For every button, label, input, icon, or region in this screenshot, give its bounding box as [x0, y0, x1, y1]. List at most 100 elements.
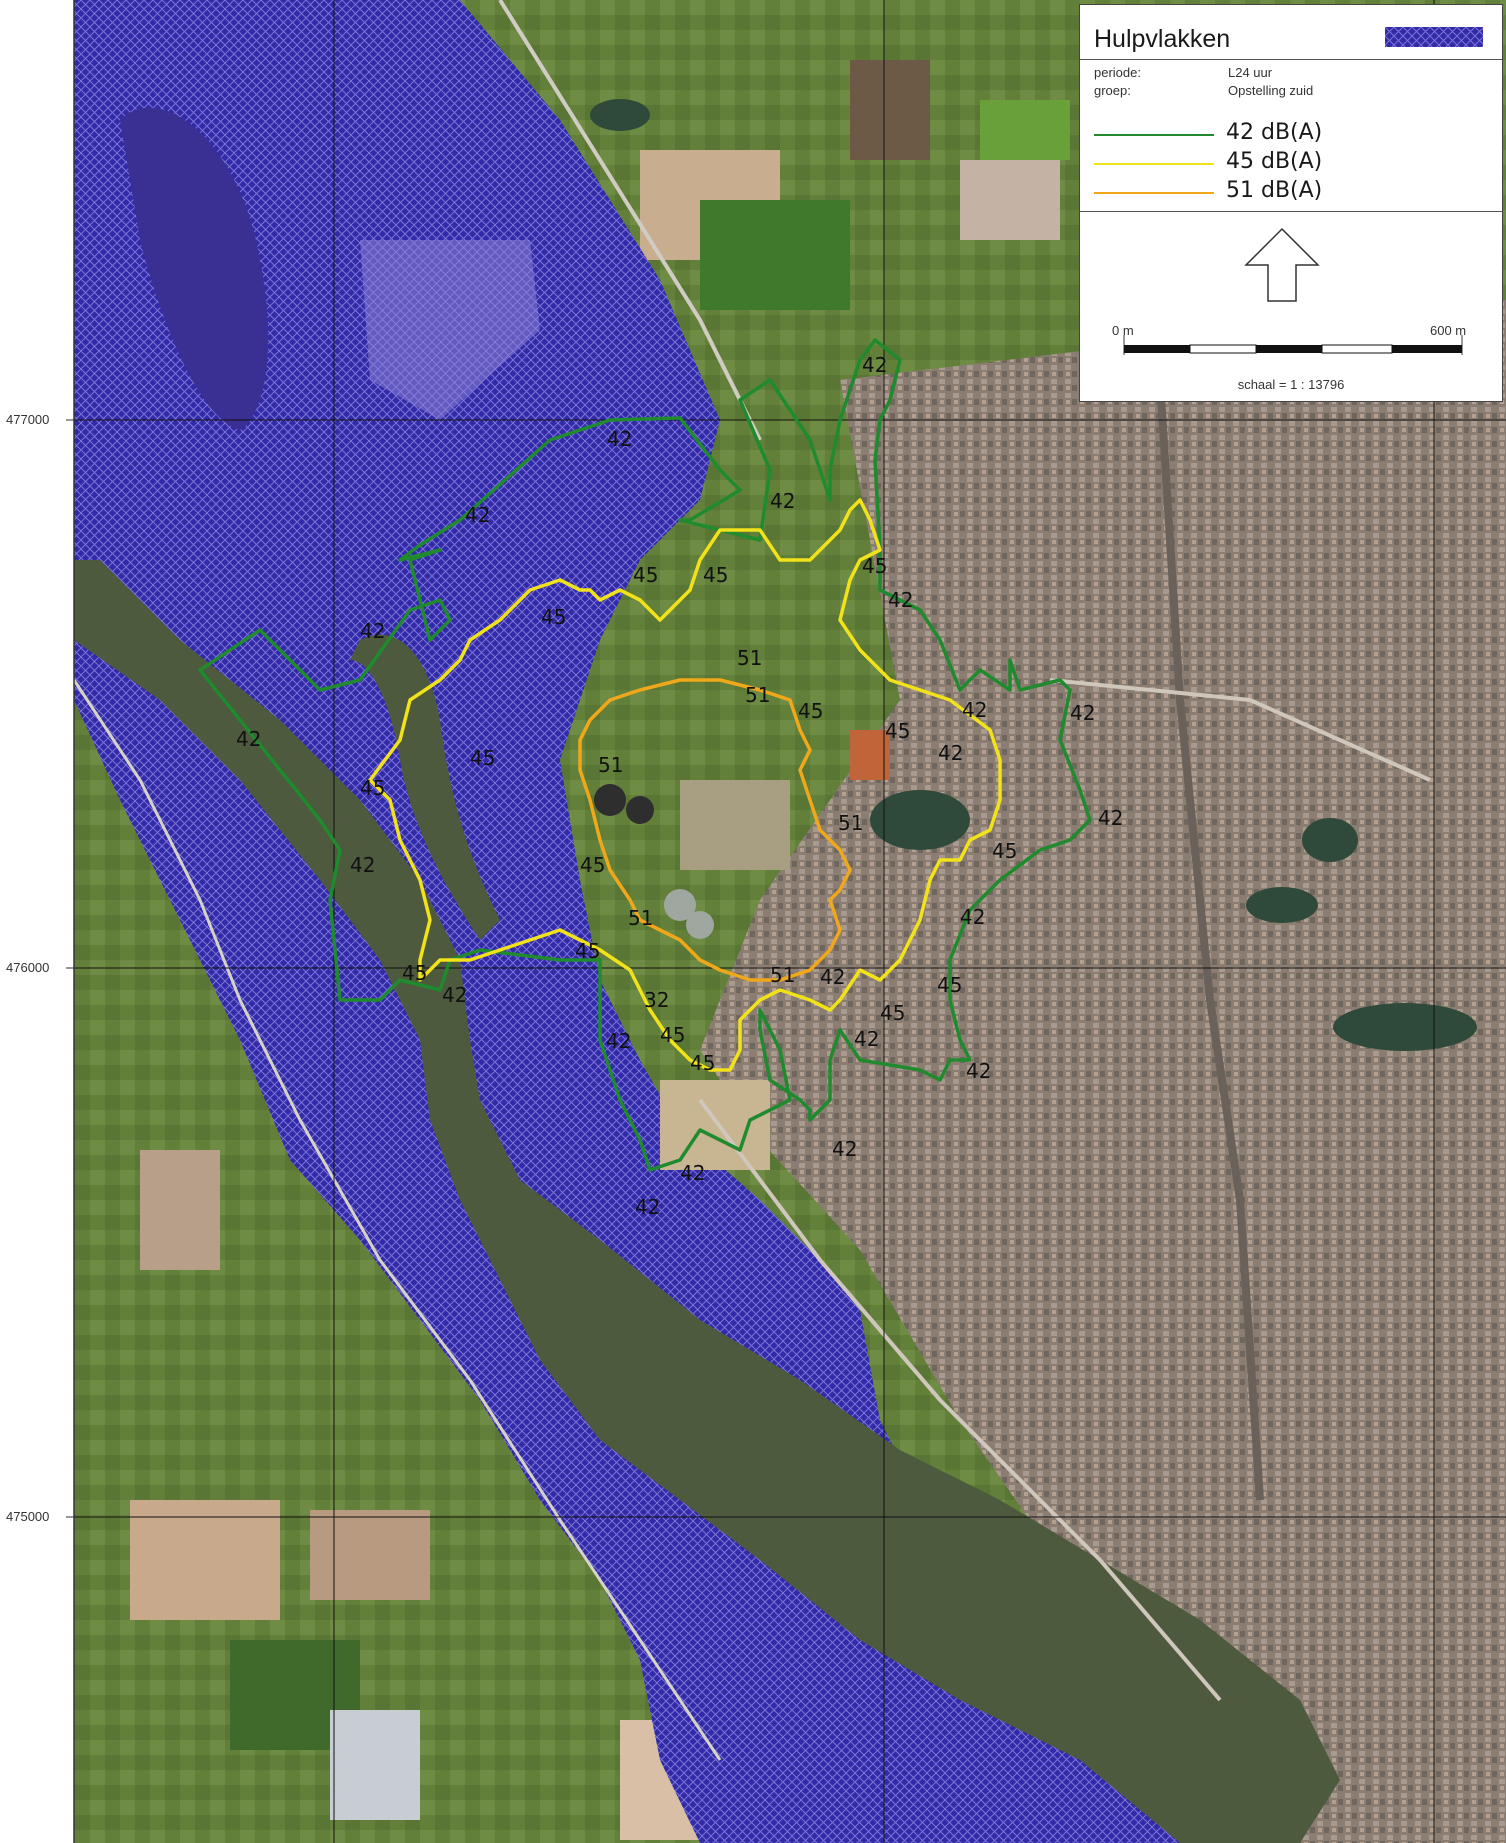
- floodplain-field: [360, 240, 540, 420]
- hatch-swatch: [1385, 27, 1483, 47]
- side-channel: [350, 634, 500, 940]
- legend-line-51: [1094, 192, 1214, 194]
- pond: [1246, 887, 1318, 923]
- contour-label: 51: [598, 753, 623, 777]
- river: [74, 560, 1340, 1843]
- urban-area: [700, 300, 1506, 1843]
- contour-label: 51: [770, 963, 795, 987]
- field-patch: [140, 1150, 220, 1270]
- pond: [1302, 818, 1358, 862]
- contour-label: 42: [820, 965, 845, 989]
- legend-label-45: 45 dB(A): [1226, 149, 1323, 174]
- contour-label: 42: [960, 905, 985, 929]
- group-label: groep:: [1094, 83, 1131, 98]
- legend-title: Hulpvlakken: [1094, 25, 1231, 53]
- field-patch: [960, 160, 1060, 240]
- tank: [664, 889, 696, 921]
- contour-label: 45: [937, 973, 962, 997]
- road: [498, 0, 762, 441]
- contour-label: 42: [680, 1161, 705, 1185]
- pond: [1333, 1003, 1477, 1051]
- contour-label: 45: [880, 1001, 905, 1025]
- grid-label-477000: 477000: [4, 412, 52, 427]
- legend-line-45: [1094, 163, 1214, 165]
- grid-label-475000: 475000: [4, 1509, 52, 1524]
- dike-road: [72, 679, 722, 1761]
- contour-label: 42: [966, 1059, 991, 1083]
- period-value: L24 uur: [1228, 65, 1273, 80]
- field-patch: [310, 1510, 430, 1600]
- grid-label-476000: 476000: [4, 960, 52, 975]
- legend-item-51: 51 dB(A): [1094, 178, 1494, 206]
- contour-label: 45: [470, 746, 495, 770]
- plant-field: [680, 780, 790, 870]
- contour-label: 45: [580, 853, 605, 877]
- legend-line-42: [1094, 134, 1214, 136]
- contour-label: 42: [962, 698, 987, 722]
- contour-label: 42: [635, 1195, 660, 1219]
- contour-label: 42: [888, 588, 913, 612]
- floodplain-lake: [120, 107, 269, 430]
- scale-end-label: 600 m: [1430, 323, 1467, 338]
- greenhouse: [330, 1710, 420, 1820]
- pond: [590, 99, 650, 131]
- contour-label: 42: [854, 1027, 879, 1051]
- scale-text: schaal = 1 : 13796: [1237, 377, 1345, 392]
- contour-label: 45: [798, 699, 823, 723]
- railway: [1156, 379, 1264, 1501]
- contour-label: 45: [541, 605, 566, 629]
- contour-label: 42: [360, 619, 385, 643]
- contour-label: 42: [938, 741, 963, 765]
- contour-label: 42: [770, 489, 795, 513]
- contour-label: 45: [703, 563, 728, 587]
- contour-label: 42: [607, 427, 632, 451]
- road: [698, 1098, 1222, 1702]
- contour-51: [578, 678, 852, 982]
- contour-label: 42: [862, 353, 887, 377]
- contour-label: 45: [402, 961, 427, 985]
- sand-area: [660, 1080, 770, 1170]
- pond: [870, 790, 970, 850]
- field-patch: [850, 60, 930, 160]
- legend-divider: [1080, 59, 1502, 60]
- contour-label: 42: [1070, 701, 1095, 725]
- contour-45: [368, 498, 1002, 1072]
- field-patch: [700, 200, 850, 310]
- contour-label: 42: [832, 1137, 857, 1161]
- contour-label: 45: [360, 776, 385, 800]
- contour-label: 45: [575, 939, 600, 963]
- contour-label: 42: [350, 853, 375, 877]
- group-value: Opstelling zuid: [1228, 83, 1314, 98]
- road: [1049, 678, 1431, 782]
- contour-label: 45: [690, 1051, 715, 1075]
- contour-label: 51: [745, 683, 770, 707]
- legend-divider: [1080, 211, 1502, 212]
- contour-42: [198, 338, 1092, 1172]
- contour-label: 45: [885, 719, 910, 743]
- tank: [686, 911, 714, 939]
- field-patch: [980, 100, 1070, 160]
- contour-label-group: 42 42 42 42 42 42 42 42 42 42 42 42 42 4…: [236, 353, 1123, 1219]
- contour-label: 51: [737, 646, 762, 670]
- floodplain-hatch: [74, 0, 1300, 1843]
- legend-item-45: 45 dB(A): [1094, 149, 1494, 177]
- contour-label: 42: [1098, 806, 1123, 830]
- scale-bar: [1123, 335, 1463, 355]
- tank: [626, 796, 654, 824]
- left-margin: [0, 0, 74, 1843]
- contour-label: 42: [465, 503, 490, 527]
- contour-label: 45: [660, 1023, 685, 1047]
- contour-label: 45: [862, 554, 887, 578]
- scale-start-label: 0 m: [1112, 323, 1134, 338]
- legend-label-42: 42 dB(A): [1226, 120, 1323, 145]
- contour-label: 45: [992, 839, 1017, 863]
- contour-label: 32: [644, 988, 669, 1012]
- period-label: periode:: [1094, 65, 1141, 80]
- sports-field: [850, 730, 890, 780]
- contour-label: 42: [442, 983, 467, 1007]
- contour-label: 42: [606, 1029, 631, 1053]
- contour-label: 51: [628, 906, 653, 930]
- contour-label: 45: [633, 563, 658, 587]
- north-arrow-icon: [1244, 227, 1320, 302]
- contour-label: 42: [236, 727, 261, 751]
